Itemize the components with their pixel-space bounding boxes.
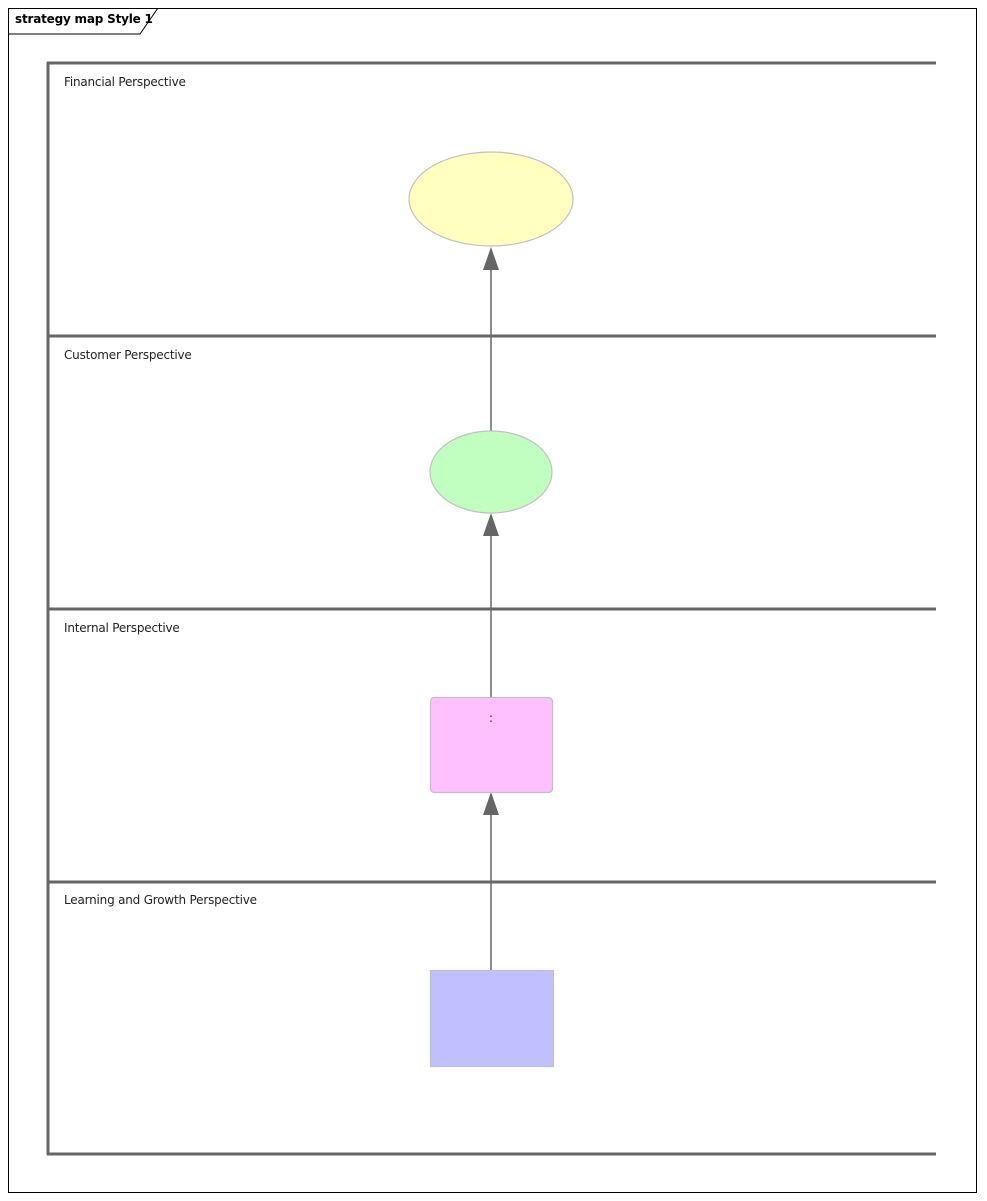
internal-objective-label: : — [489, 711, 493, 725]
financial-objective — [408, 151, 574, 247]
arrowhead-icon — [483, 792, 499, 815]
diagram-frame — [8, 8, 977, 1193]
customer-objective — [429, 430, 553, 514]
frame-label-tab — [8, 8, 159, 35]
lane-label-learning: Learning and Growth Perspective — [64, 893, 257, 907]
lane-label-internal: Internal Perspective — [64, 621, 180, 635]
lane-label-financial: Financial Perspective — [64, 75, 186, 89]
arrowhead-icon — [483, 513, 499, 536]
internal-objective — [429, 696, 554, 794]
lane-label-customer: Customer Perspective — [64, 348, 192, 362]
learning-objective — [429, 969, 555, 1068]
arrowhead-icon — [483, 247, 499, 270]
frame-title: strategy map Style 1 — [15, 12, 153, 26]
